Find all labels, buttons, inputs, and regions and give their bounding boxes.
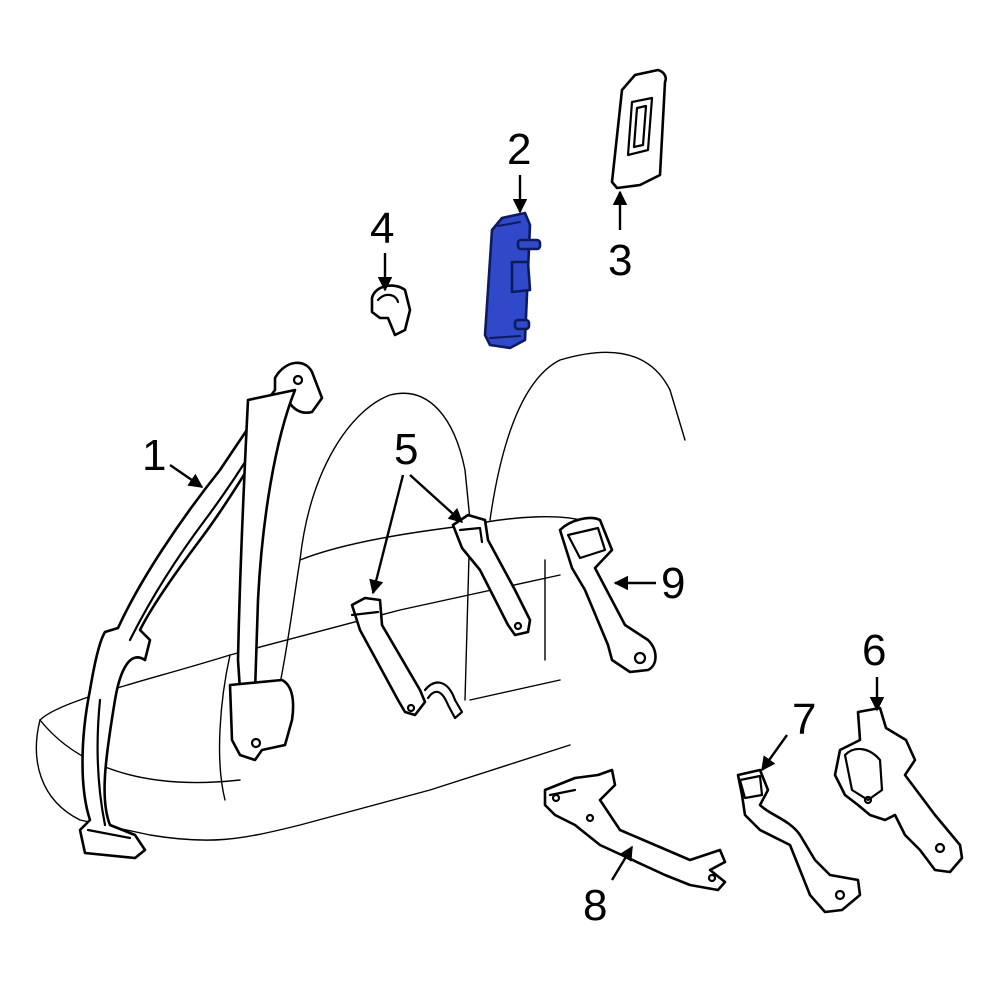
leader-8 — [610, 845, 634, 881]
callout-2: 2 — [507, 125, 531, 174]
part-2-trim-panel-highlighted — [483, 211, 542, 350]
part-6-bracket — [833, 706, 964, 874]
callout-7: 7 — [792, 695, 816, 744]
part-9-belt-end — [558, 516, 657, 674]
callout-9: 9 — [661, 559, 685, 608]
leader-7 — [761, 734, 788, 772]
part-5-buckle-lower — [350, 596, 464, 720]
leader-1 — [169, 464, 204, 488]
callout-8: 8 — [583, 881, 607, 930]
part-8-buckle-bracket — [543, 768, 727, 892]
callout-5: 5 — [394, 425, 418, 474]
part-1-belt-assembly — [78, 361, 324, 860]
callout-4: 4 — [370, 204, 394, 253]
callout-3: 3 — [608, 236, 632, 285]
part-5-buckle-upper — [451, 513, 532, 637]
callout-1: 1 — [142, 431, 166, 480]
leader-lines — [169, 175, 885, 881]
seat-outline — [35, 351, 686, 841]
part-3-guide-cover — [610, 68, 668, 190]
callout-6: 6 — [862, 626, 886, 675]
part-7-lower-anchor — [736, 768, 862, 914]
part-4-guide-cap — [370, 284, 412, 337]
leader-5a — [369, 474, 405, 595]
callout-labels: 1 2 3 4 5 6 7 8 9 — [142, 125, 886, 930]
leader-5b — [409, 474, 464, 523]
